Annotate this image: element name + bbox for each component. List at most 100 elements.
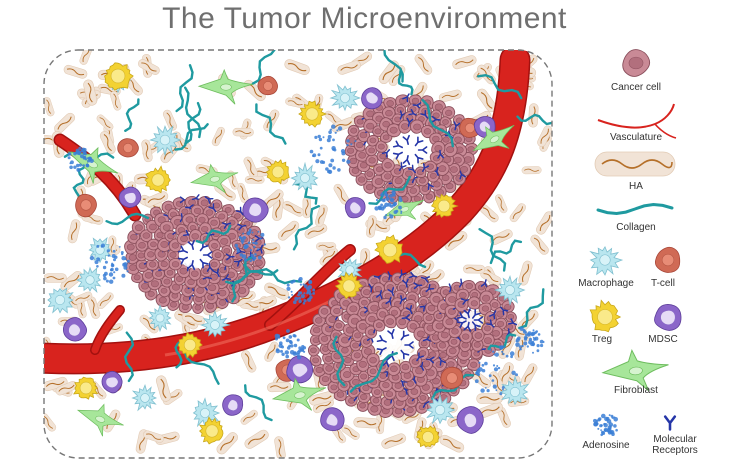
legend-label-vasculature: Vasculature (609, 132, 663, 143)
ha-fiber (162, 109, 178, 131)
molecular-receptor (431, 115, 441, 123)
molecular-receptor (177, 245, 189, 254)
ha-fiber (476, 393, 503, 404)
collagen-fiber (255, 103, 287, 145)
ha-fiber (530, 234, 549, 255)
molecular-receptor (398, 162, 407, 172)
molecular-receptor (177, 256, 188, 265)
molecular-receptor (187, 259, 196, 271)
ha-fiber (277, 220, 300, 241)
ha-fiber (314, 204, 328, 227)
molecular-receptor (199, 258, 209, 269)
ha-fiber (44, 97, 55, 117)
molecular-receptor (237, 223, 247, 231)
ha-fiber (160, 141, 180, 164)
molecular-receptor (206, 262, 214, 272)
molecular-receptor (459, 170, 466, 180)
ha-fiber (96, 114, 114, 131)
ha-fiber (353, 417, 380, 429)
ha-fiber (381, 433, 407, 449)
tumor-cluster (344, 93, 479, 206)
scene-content (44, 50, 552, 458)
molecular-receptor (202, 251, 213, 259)
ha-fiber (232, 127, 254, 137)
molecular-receptor (222, 273, 232, 281)
molecular-receptor (414, 153, 424, 164)
molecular-receptor (381, 149, 391, 158)
molecular-receptor (402, 154, 411, 166)
ha-fiber (99, 131, 116, 155)
ha-fiber (284, 59, 310, 76)
molecular-receptor (663, 415, 677, 431)
ha-fiber (181, 312, 206, 326)
ha-fiber (141, 139, 153, 163)
legend-label-ha: HA (629, 181, 643, 192)
legend-label-t-cell: T-cell (651, 278, 675, 289)
molecular-receptor (402, 93, 410, 103)
ha-fiber (44, 273, 67, 283)
diagram-title: The Tumor Microenvironment (162, 2, 567, 35)
ha-fiber (302, 196, 311, 219)
fibroblast (76, 403, 124, 437)
ha-fiber (452, 55, 477, 70)
molecular-receptor (256, 244, 264, 254)
molecular-receptor (225, 253, 235, 261)
ha-fiber (211, 126, 225, 147)
ha-fiber (337, 60, 361, 75)
molecular-receptor (422, 162, 430, 173)
tumor-cluster (124, 194, 266, 315)
legend-vasculature-icon (597, 103, 675, 129)
molecular-receptor (392, 140, 404, 149)
molecular-receptor (221, 222, 232, 229)
ha-fiber (282, 200, 305, 217)
adenosine-cloud (593, 413, 618, 437)
ha-fiber (63, 64, 88, 79)
ha-fiber (537, 125, 552, 147)
ha-fiber (312, 398, 334, 414)
ha-fiber (521, 166, 542, 175)
ha-fiber (79, 50, 93, 65)
ha-fiber (44, 413, 57, 432)
ha-fiber (72, 291, 93, 305)
molecular-receptor (406, 117, 414, 127)
molecular-receptor (212, 268, 220, 278)
molecular-receptor (392, 151, 403, 160)
legend-label-cancer-cell: Cancer cell (610, 82, 662, 93)
ha-fiber (509, 203, 526, 223)
ha-fiber (144, 191, 169, 207)
ha-fiber (96, 292, 114, 310)
ha-fiber (110, 91, 122, 111)
ha-fiber (83, 79, 98, 106)
ha-fiber (155, 375, 172, 402)
tumor-clusters (124, 93, 518, 418)
molecular-receptor (208, 203, 217, 213)
ha-fiber (439, 434, 465, 453)
ha-fiber (438, 89, 462, 103)
ha-fiber (315, 242, 337, 251)
molecular-receptor (187, 239, 195, 250)
molecular-receptor (453, 121, 461, 131)
collagen-fiber (397, 69, 414, 96)
molecular-receptor (233, 258, 243, 267)
ha-fiber (378, 60, 400, 85)
ha-fiber (274, 436, 286, 458)
ha-fiber (518, 260, 533, 286)
legend-label-molecular-receptors: Molecular Receptors (652, 434, 698, 456)
ha-fiber (494, 194, 508, 214)
legend-collagen-icon (596, 202, 674, 216)
molecular-receptor (402, 134, 410, 145)
ha-fiber (138, 59, 160, 75)
molecular-receptor (254, 235, 264, 242)
ha-fiber (243, 156, 259, 179)
ha-fiber (266, 381, 292, 393)
ha-fiber (264, 341, 279, 362)
ha-fiber (241, 350, 257, 373)
ha-fiber (244, 175, 265, 184)
ha-fiber (414, 53, 433, 75)
ha-fiber (60, 270, 83, 292)
legend-label-treg: Treg (591, 334, 613, 345)
legend-label-collagen: Collagen (616, 222, 656, 233)
molecular-receptor (420, 109, 429, 119)
ha-fiber (375, 413, 385, 435)
